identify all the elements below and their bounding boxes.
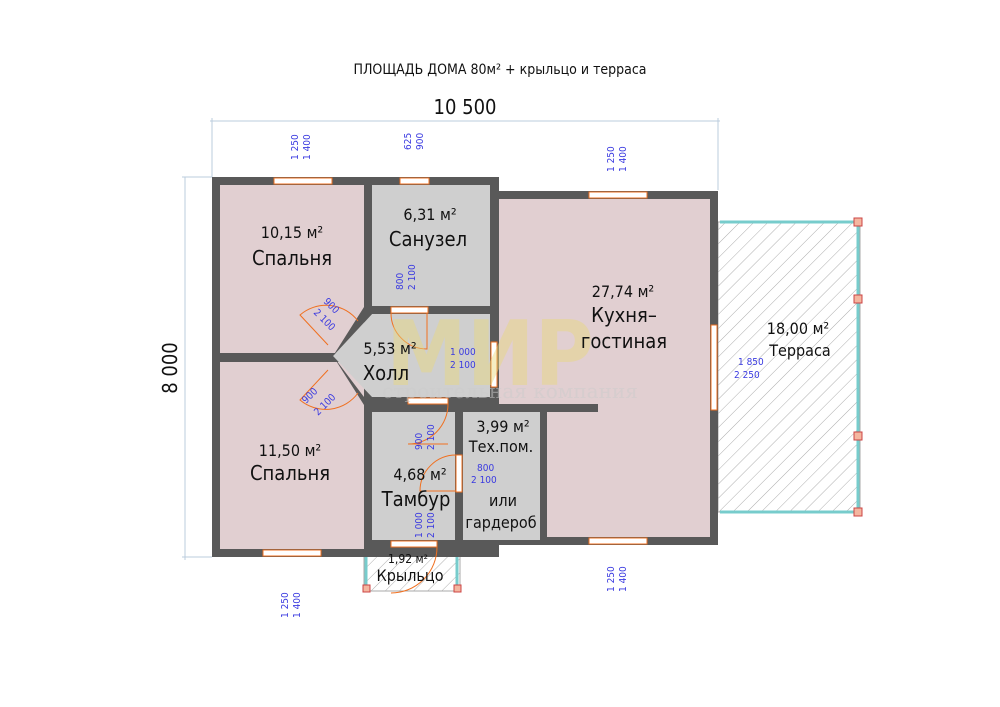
terrace-floor xyxy=(717,221,861,513)
plan-shape xyxy=(299,369,359,410)
plan-title: ПЛОЩАДЬ ДОМА 80м² + крыльцо и терраса xyxy=(353,62,646,78)
plan-shape xyxy=(588,537,648,545)
rooms-8-area-label: 1,92 м² xyxy=(388,552,428,566)
openings-door_hall_kitchen-1-label: 2 100 xyxy=(450,360,476,371)
overall-width: 10 500 xyxy=(434,95,497,119)
openings-door_tech-0-label: 800 xyxy=(477,463,494,474)
rooms-2-area-label: 6,31 м² xyxy=(403,205,456,224)
plan-shape xyxy=(419,454,457,492)
rooms-4-area-label: 4,68 м² xyxy=(393,465,446,484)
plan-shape xyxy=(390,540,438,548)
plan-shape xyxy=(220,185,364,353)
openings-win_kitchen_top-0-label: 1 250 xyxy=(606,146,617,172)
rooms-3-name-label: Холл xyxy=(363,361,409,385)
rooms-0-name-label: Спальня xyxy=(252,246,332,270)
openings-win_bath-0-label: 625 xyxy=(403,133,414,150)
openings-door_tambur_hall-1-label: 2 100 xyxy=(426,424,437,450)
rooms-1-name-label: Спальня xyxy=(250,461,330,485)
rooms-5-name3-label: гардероб xyxy=(465,513,536,532)
plan-shape xyxy=(407,397,449,405)
openings-door_hall_kitchen-0-label: 1 000 xyxy=(450,347,476,358)
plan-shape xyxy=(499,199,710,537)
openings-door_entry-1-label: 2 100 xyxy=(426,512,437,538)
plan-shape xyxy=(588,191,648,199)
openings-win_bed2-1-label: 1 400 xyxy=(292,592,303,618)
plan-shape xyxy=(220,362,364,549)
windows xyxy=(262,177,718,557)
rooms-7-name-label: Терраса xyxy=(768,341,830,360)
rooms-0-area-label: 10,15 м² xyxy=(261,223,323,242)
rooms-5-area-label: 3,99 м² xyxy=(476,417,529,436)
openings-win_bath-1-label: 900 xyxy=(415,133,426,150)
plan-shape xyxy=(399,177,430,185)
plan-shape xyxy=(333,314,490,397)
openings-door_bath-1-label: 2 100 xyxy=(407,264,418,290)
openings-door_terrace-1-label: 2 250 xyxy=(734,370,760,381)
plan-shape xyxy=(455,454,463,493)
openings-win_kitchen_bottom-0-label: 1 250 xyxy=(606,566,617,592)
rooms-6-name2-label: гостиная xyxy=(581,329,667,353)
plan-shape xyxy=(273,177,333,185)
rooms-4-name-label: Тамбур xyxy=(381,487,451,511)
plan-shape xyxy=(333,307,372,405)
rooms-8-name-label: Крыльцо xyxy=(376,566,443,585)
plan-shape xyxy=(853,431,863,441)
rooms-6-area-label: 27,74 м² xyxy=(592,282,654,301)
plan-shape xyxy=(853,294,863,304)
openings-door_entry-0-label: 1 000 xyxy=(414,512,425,538)
openings-win_bed2-0-label: 1 250 xyxy=(280,592,291,618)
plan-shape xyxy=(372,412,455,540)
openings-door_bath-0-label: 800 xyxy=(395,273,406,290)
openings-door_tech-1-label: 2 100 xyxy=(471,475,497,486)
plan-shape xyxy=(453,584,462,593)
plan-shape xyxy=(372,185,490,306)
openings-win_bed1-1-label: 1 400 xyxy=(302,134,313,160)
plan-shape xyxy=(710,324,718,411)
doors xyxy=(299,304,498,594)
plan-shape xyxy=(390,306,429,314)
rooms-5-name2-label: или xyxy=(489,491,517,510)
plan-shape xyxy=(463,412,540,540)
overall-height: 8 000 xyxy=(158,342,182,394)
openings-door_tambur_hall-0-label: 900 xyxy=(414,433,425,450)
watermark-logo: МИР xyxy=(386,302,594,407)
plan-shape xyxy=(853,507,863,517)
dimension-lines xyxy=(182,118,720,560)
plan-shape xyxy=(390,312,428,350)
watermark-subtitle: строительная компания xyxy=(382,379,638,403)
plan-shape xyxy=(490,404,598,412)
terrace-posts xyxy=(853,217,863,517)
room-labels: 10,15 м² Спальня 11,50 м² Спальня 6,31 м… xyxy=(250,205,831,585)
openings-win_bed1-0-label: 1 250 xyxy=(290,134,301,160)
rooms-7-area-label: 18,00 м² xyxy=(767,319,829,338)
rooms-1-area-label: 11,50 м² xyxy=(259,441,321,460)
rooms xyxy=(220,185,710,549)
plan-shape xyxy=(362,584,371,593)
openings-win_kitchen_bottom-1-label: 1 400 xyxy=(618,566,629,592)
openings-door_terrace-0-label: 1 850 xyxy=(738,357,764,368)
openings-win_kitchen_top-1-label: 1 400 xyxy=(618,146,629,172)
plan-shape xyxy=(853,217,863,227)
plan-shape xyxy=(490,341,498,388)
rooms-2-name-label: Санузел xyxy=(389,227,467,251)
rooms-5-name-label: Тех.пом. xyxy=(468,437,533,456)
rooms-6-name-label: Кухня– xyxy=(591,303,657,327)
rooms-3-area-label: 5,53 м² xyxy=(363,339,416,358)
plan-shape xyxy=(299,304,359,346)
plan-shape xyxy=(390,546,438,594)
plan-shape xyxy=(407,403,449,445)
plan-shape xyxy=(262,549,322,557)
